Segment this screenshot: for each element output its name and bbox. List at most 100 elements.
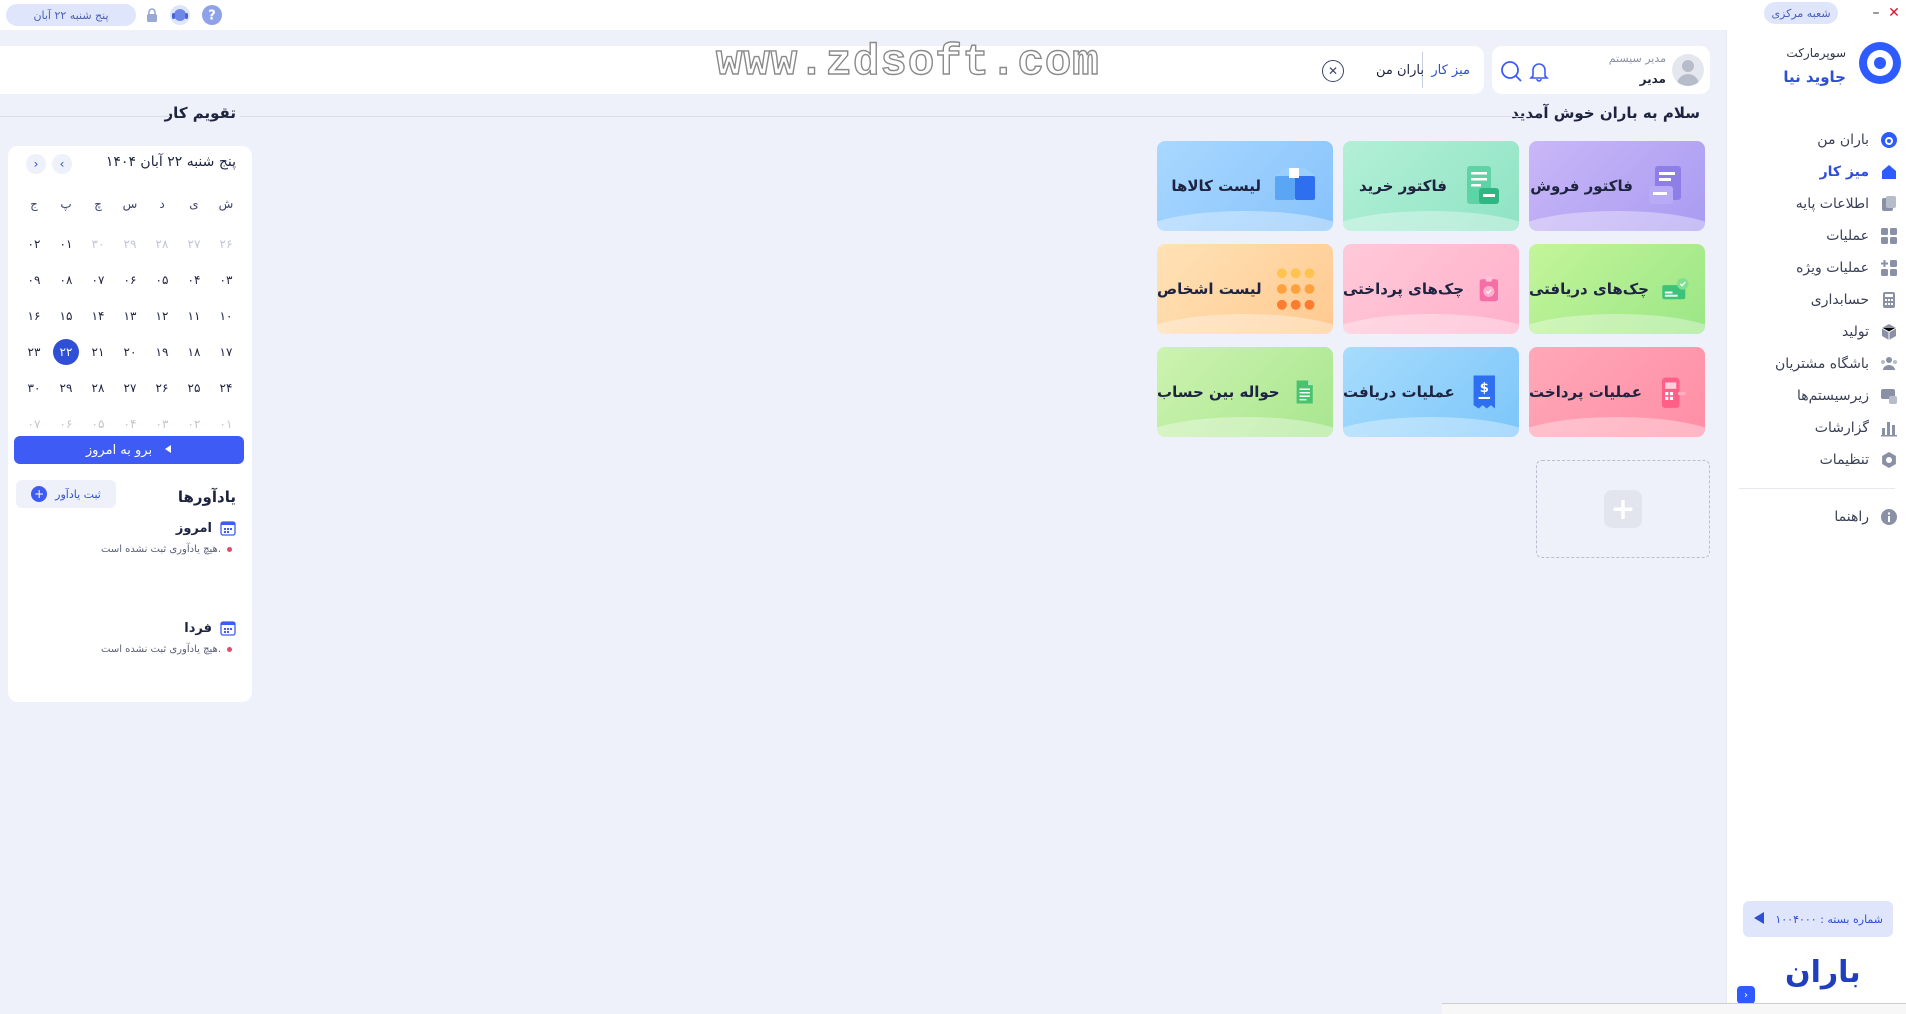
sidebar-item-label: تولید xyxy=(1842,324,1869,340)
tile-label: عملیات دریافت xyxy=(1343,383,1455,401)
help-icon[interactable]: ? xyxy=(200,3,224,27)
calendar-day[interactable]: ۰۷ xyxy=(27,417,41,431)
document-icon xyxy=(1296,380,1313,404)
calendar-day[interactable]: ۱۷ xyxy=(219,345,233,359)
add-shortcut-button[interactable]: + xyxy=(1536,460,1710,558)
tile-account-transfer[interactable]: حواله بین حساب xyxy=(1157,347,1333,437)
sidebar-item-subsystems[interactable]: زیرسیستم‌ها xyxy=(1727,380,1906,412)
close-icon[interactable]: ✕ xyxy=(1322,60,1344,82)
sidebar-item-operations[interactable]: عملیات xyxy=(1727,220,1906,252)
version-pill: شماره بسته : ۱۰۰۴۰۰۰ xyxy=(1743,901,1893,937)
tile-sales-invoice[interactable]: فاکتور فروش xyxy=(1529,141,1705,231)
sidebar-nav: باران من میز کار اطلاعات پایه عملیات عمل… xyxy=(1727,124,1906,533)
sidebar-item-desk[interactable]: میز کار xyxy=(1727,156,1906,188)
calendar-day[interactable]: ۱۹ xyxy=(155,345,169,359)
calendar-day[interactable]: ۰۵ xyxy=(91,417,105,431)
minimize-button[interactable]: – xyxy=(1872,5,1880,21)
sidebar-item-settings[interactable]: تنظیمات xyxy=(1727,444,1906,476)
calendar-day[interactable]: ۰۲ xyxy=(187,417,201,431)
sidebar-item-my-baran[interactable]: باران من xyxy=(1727,124,1906,156)
avatar[interactable] xyxy=(1672,54,1704,86)
calendar-day[interactable]: ۱۰ xyxy=(219,309,233,323)
user-name: مدیر xyxy=(1639,72,1666,86)
calendar-day[interactable]: ۰۳ xyxy=(219,273,233,287)
weekday-label: چ xyxy=(94,197,102,211)
sidebar-item-customer-club[interactable]: باشگاه مشتریان xyxy=(1727,348,1906,380)
sidebar-item-reports[interactable]: گزارشات xyxy=(1727,412,1906,444)
tile-product-list[interactable]: لیست کالاها xyxy=(1157,141,1333,231)
calendar-day[interactable]: ۲۴ xyxy=(219,381,233,395)
tile-purchase-invoice[interactable]: فاکتور خرید xyxy=(1343,141,1519,231)
bell-icon[interactable] xyxy=(1526,58,1552,84)
add-reminder-button[interactable]: + ثبت یادآور xyxy=(16,480,116,508)
calendar-day[interactable]: ۲۹ xyxy=(59,381,73,395)
plus-icon: + xyxy=(1604,490,1642,528)
calendar-day[interactable]: ۰۸ xyxy=(59,273,73,287)
calendar-day[interactable]: ۲۱ xyxy=(91,345,105,359)
calendar-day[interactable]: ۰۱ xyxy=(219,417,233,431)
calendar-day[interactable]: ۲۳ xyxy=(27,345,41,359)
calendar-day[interactable]: ۱۸ xyxy=(187,345,201,359)
sidebar-item-production[interactable]: تولید xyxy=(1727,316,1906,348)
calendar-day[interactable]: ۰۶ xyxy=(59,417,73,431)
calendar-day[interactable]: ۰۳ xyxy=(155,417,169,431)
svg-text:?: ? xyxy=(208,9,216,24)
go-to-today-button[interactable]: برو به امروز xyxy=(14,436,244,464)
sidebar-item-base-info[interactable]: اطلاعات پایه xyxy=(1727,188,1906,220)
support-headset-icon[interactable] xyxy=(168,3,192,27)
calendar-day[interactable]: ۱۶ xyxy=(27,309,41,323)
tab-my-baran[interactable]: باران من xyxy=(1375,62,1424,78)
calendar-day[interactable]: ۳۰ xyxy=(91,237,105,251)
calendar-day[interactable]: ۱۱ xyxy=(187,309,201,323)
calendar-day[interactable]: ۲۵ xyxy=(187,381,201,395)
calendar-day[interactable]: ۱۵ xyxy=(59,309,73,323)
tile-received-checks[interactable]: چک‌های دریافتی xyxy=(1529,244,1705,334)
weekday-label: د xyxy=(159,197,165,211)
tile-payment-operations[interactable]: عملیات پرداخت xyxy=(1529,347,1705,437)
calendar-day[interactable]: ۰۴ xyxy=(187,273,201,287)
weekday-label: س xyxy=(122,197,138,211)
calendar-day[interactable]: ۰۷ xyxy=(91,273,105,287)
tile-paid-checks[interactable]: چک‌های پرداختی xyxy=(1343,244,1519,334)
calendar-day[interactable]: ۲۰ xyxy=(123,345,137,359)
calendar-day[interactable]: ۰۱ xyxy=(59,237,73,251)
calendar-day[interactable]: ۱۳ xyxy=(123,309,137,323)
calendar-day[interactable]: ۰۲ xyxy=(27,237,41,251)
date-pill[interactable]: پنج شنبه ۲۲ آبان xyxy=(6,4,136,26)
calendar-day[interactable]: ۰۵ xyxy=(155,273,169,287)
tile-label: فاکتور خرید xyxy=(1358,177,1447,195)
calendar-day[interactable]: ۲۷ xyxy=(187,237,201,251)
calendar-prev-button[interactable]: › xyxy=(26,154,46,174)
calendar-day[interactable]: ۱۴ xyxy=(91,309,105,323)
calendar-day[interactable]: ۰۹ xyxy=(27,273,41,287)
calendar-day[interactable]: ۲۶ xyxy=(219,237,233,251)
calendar-day[interactable]: ۱۲ xyxy=(155,309,169,323)
calendar-day-today[interactable]: ۲۲ xyxy=(50,334,82,370)
search-icon[interactable] xyxy=(1498,58,1524,84)
sidebar-item-accounting[interactable]: حسابداری xyxy=(1727,284,1906,316)
sidebar-item-special-operations[interactable]: عملیات ویژه xyxy=(1727,252,1906,284)
calendar-day[interactable]: ۰۶ xyxy=(123,273,137,287)
chart-icon xyxy=(1879,418,1899,438)
calendar-day[interactable]: ۲۷ xyxy=(123,381,137,395)
calendar-day[interactable]: ۲۹ xyxy=(123,237,137,251)
weekday-label: پ xyxy=(60,197,72,211)
calendar-day[interactable]: ۲۶ xyxy=(155,381,169,395)
collapse-sidebar-button[interactable]: › xyxy=(1737,986,1755,1004)
grid-plus-icon xyxy=(1879,258,1899,278)
tile-receive-operations[interactable]: عملیات دریافت $ xyxy=(1343,347,1519,437)
user-card[interactable]: مدیر سیستم مدیر xyxy=(1492,46,1710,94)
lock-icon[interactable] xyxy=(140,3,164,27)
close-window-button[interactable]: ✕ xyxy=(1888,5,1900,21)
calendar-day[interactable]: ۲۸ xyxy=(155,237,169,251)
branch-pill[interactable]: شعبه مرکزی xyxy=(1764,2,1838,24)
calendar-day[interactable]: ۲۸ xyxy=(91,381,105,395)
calendar-day[interactable]: ۳۰ xyxy=(27,381,41,395)
sidebar-item-label: عملیات xyxy=(1826,228,1869,244)
tile-people-list[interactable]: لیست اشخاص xyxy=(1157,244,1333,334)
calendar-next-button[interactable]: ‹ xyxy=(52,154,72,174)
calendar-day[interactable]: ۰۴ xyxy=(123,417,137,431)
calendar-week-row: ۱۰ ۱۱ ۱۲ ۱۳ ۱۴ ۱۵ ۱۶ xyxy=(18,298,242,334)
tab-desk[interactable]: میز کار xyxy=(1422,52,1478,88)
sidebar-item-help[interactable]: راهنما xyxy=(1727,501,1906,533)
